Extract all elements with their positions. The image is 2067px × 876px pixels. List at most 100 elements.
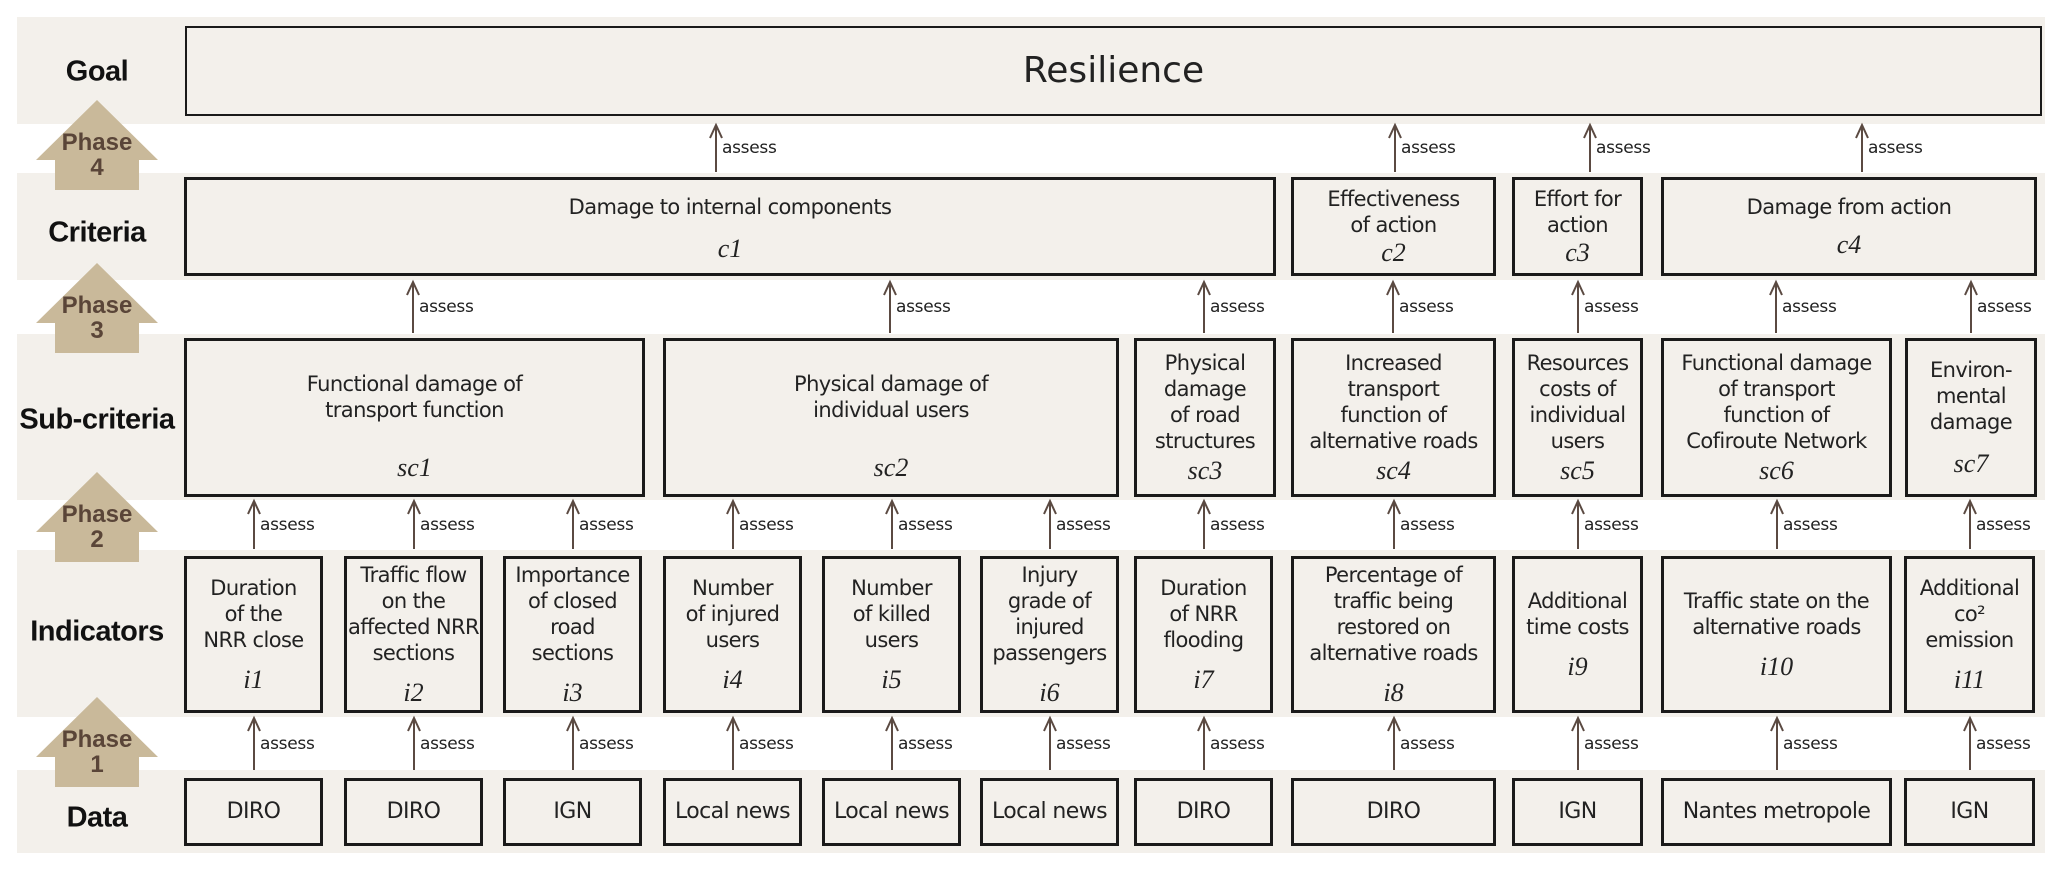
assess-arrow-icon (1770, 715, 1784, 770)
indicator-text: Additional co² emission (1919, 575, 2020, 652)
data-source-text: DIRO (386, 799, 441, 824)
indicator-box-i6: Injury grade of injured passengers i6 (980, 556, 1119, 713)
assess-label: assess (1056, 733, 1111, 754)
subcriteria-code: sc1 (397, 452, 432, 482)
subcriteria-code: sc6 (1759, 455, 1794, 485)
assess-arrow-icon (883, 279, 897, 333)
assess-label: assess (1584, 297, 1639, 317)
indicator-code: i3 (562, 677, 583, 707)
subcriteria-code: sc2 (873, 452, 909, 482)
assess-arrow-icon (407, 715, 421, 770)
indicator-text: Duration of the NRR close (203, 575, 304, 652)
criteria-code: c3 (1565, 237, 1590, 267)
indicator-code: i8 (1383, 677, 1404, 707)
data-source-text: DIRO (1176, 799, 1231, 824)
indicator-code: i7 (1193, 664, 1214, 694)
assess-label: assess (420, 733, 475, 754)
assess-arrow-icon (566, 715, 580, 770)
assess-arrow-icon (247, 498, 261, 549)
assess-arrow-icon (1964, 279, 1978, 333)
criteria-text: Damage from action (1746, 194, 1952, 219)
data-source-box-10: Nantes metropole (1661, 778, 1892, 846)
assess-arrow-icon (407, 498, 421, 549)
assess-arrow-icon (1197, 498, 1211, 549)
subcriteria-text: Functional damage of transport function … (1681, 350, 1872, 453)
assess-arrow-icon (1197, 715, 1211, 770)
data-source-text: DIRO (1366, 799, 1421, 824)
criteria-text: Effort for action (1533, 186, 1622, 237)
data-source-box-4: Local news (663, 778, 802, 846)
assess-label: assess (1210, 297, 1265, 317)
subcriteria-box-sc2: Physical damage of individual users sc2 (663, 338, 1119, 497)
indicator-box-i2: Traffic flow on the affected NRR section… (344, 556, 483, 713)
assess-label: assess (1210, 514, 1265, 535)
assess-arrow-icon (1043, 498, 1057, 549)
phase-3-arrow-icon (36, 263, 158, 353)
indicator-code: i6 (1039, 677, 1060, 707)
data-source-box-5: Local news (822, 778, 961, 846)
assess-arrow-icon (247, 715, 261, 770)
goal-text: Resilience (1022, 50, 1205, 91)
assess-label: assess (739, 733, 794, 754)
indicator-code: i1 (243, 664, 264, 694)
assess-arrow-icon (1571, 498, 1585, 549)
indicator-code: i11 (1953, 664, 1986, 694)
phase-1-arrow-icon (36, 697, 158, 787)
assess-label: assess (1400, 514, 1455, 535)
assess-label: assess (898, 514, 953, 535)
assess-arrow-icon (1770, 498, 1784, 549)
assess-label: assess (1056, 514, 1111, 535)
assess-label: assess (260, 733, 315, 754)
data-source-text: DIRO (226, 799, 281, 824)
indicator-text: Traffic flow on the affected NRR section… (348, 562, 480, 665)
assess-label: assess (1782, 297, 1837, 317)
data-source-text: IGN (1950, 799, 1989, 824)
assess-arrow-icon (1583, 122, 1597, 172)
indicator-box-i1: Duration of the NRR close i1 (184, 556, 323, 713)
criteria-box-c4: Damage from action c4 (1661, 177, 2037, 276)
assess-arrow-icon (885, 715, 899, 770)
assess-arrow-icon (1388, 122, 1402, 172)
subcriteria-code: sc4 (1376, 455, 1411, 485)
data-source-text: Nantes metropole (1682, 799, 1871, 824)
assess-label: assess (1400, 733, 1455, 754)
indicator-box-i11: Additional co² emission i11 (1904, 556, 2035, 713)
criteria-text: Damage to internal components (568, 195, 892, 219)
assess-label: assess (1401, 138, 1456, 158)
subcriteria-text: Physical damage of road structures (1154, 350, 1256, 453)
data-source-text: Local news (834, 799, 950, 824)
criteria-code: c4 (1836, 229, 1862, 259)
data-source-text: Local news (675, 799, 791, 824)
assess-arrow-icon (1043, 715, 1057, 770)
assess-label: assess (420, 514, 475, 535)
indicator-text: Injury grade of injured passengers (992, 562, 1107, 665)
subcriteria-box-sc3: Physical damage of road structures sc3 (1134, 338, 1276, 497)
goal-box: Resilience (185, 26, 2042, 116)
assess-arrow-icon (1387, 715, 1401, 770)
assess-arrow-icon (1571, 715, 1585, 770)
subcriteria-code: sc3 (1187, 455, 1223, 485)
assess-label: assess (1783, 514, 1838, 535)
data-source-box-7: DIRO (1134, 778, 1273, 846)
assess-label: assess (1596, 138, 1651, 158)
assess-label: assess (722, 138, 777, 158)
assess-arrow-icon (1769, 279, 1783, 333)
row-label-criteria: Criteria (48, 216, 146, 249)
assess-arrow-icon (709, 122, 723, 172)
indicator-text: Traffic state on the alternative roads (1683, 588, 1870, 639)
subcriteria-text: Functional damage of transport function (306, 371, 523, 422)
row-label-subcriteria: Sub-criteria (19, 403, 175, 436)
subcriteria-box-sc4: Increased transport function of alternat… (1291, 338, 1496, 497)
assess-arrow-icon (1197, 279, 1211, 333)
row-label-indicators: Indicators (30, 615, 164, 648)
indicator-text: Percentage of traffic being restored on … (1309, 562, 1478, 665)
subcriteria-text: Resources costs of individual users (1526, 350, 1629, 453)
assess-label: assess (898, 733, 953, 754)
data-source-text: IGN (553, 799, 592, 824)
assess-label: assess (1976, 733, 2031, 754)
